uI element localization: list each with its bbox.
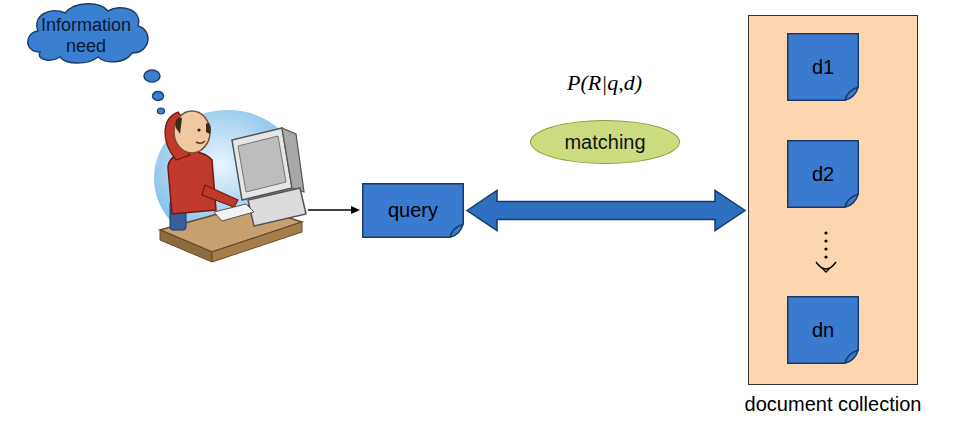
document: dn <box>787 296 859 364</box>
document: d1 <box>787 33 859 101</box>
document: d2 <box>787 140 859 208</box>
probability-label: P(R|q,d) <box>567 70 642 96</box>
node-label: d1 <box>812 56 834 79</box>
user-at-computer <box>154 110 306 262</box>
thought-bubble <box>144 70 160 82</box>
node-label: document collection <box>745 393 922 416</box>
query-document: query <box>362 183 464 238</box>
document-collection: document collectiond1d2dn <box>748 15 918 385</box>
matching-ellipse: matching <box>530 120 680 164</box>
node-label: matching <box>564 131 645 154</box>
thought-bubble <box>153 92 164 101</box>
double-arrow <box>467 191 745 231</box>
thought-cloud: Information need <box>20 2 152 66</box>
node-label: Information need <box>38 15 134 56</box>
input-arrow <box>308 206 360 214</box>
node-label: dn <box>812 319 834 342</box>
node-label: query <box>388 199 438 222</box>
thought-bubble <box>158 108 165 114</box>
node-label: d2 <box>812 163 834 186</box>
